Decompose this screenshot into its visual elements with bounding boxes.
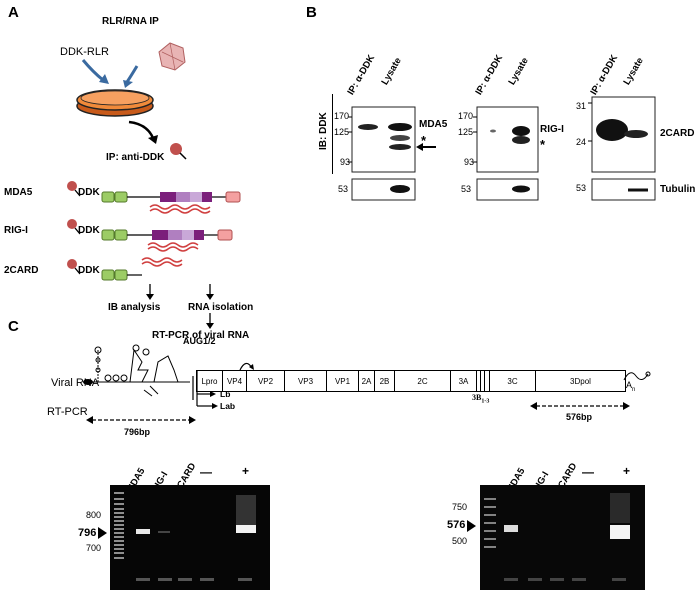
construct-2card-tag: DDK: [78, 265, 100, 276]
gel1-marker-700: 700: [86, 543, 102, 553]
curved-arrow-icon: [239, 362, 254, 371]
segment-2c: 2C: [395, 371, 451, 391]
blot3-tubulin-marker: 53: [576, 183, 587, 193]
amplicon1-label: 796bp: [124, 427, 151, 437]
panel-a-dish-illustration: [76, 42, 186, 144]
segment-2a: 2A: [359, 371, 375, 391]
blot2-label-rigi: RIG-I: [540, 124, 564, 135]
segment-2b: 2B: [375, 371, 395, 391]
blot1-marker-125: 125: [334, 127, 350, 137]
ddk-rlr-label: DDK-RLR: [60, 46, 109, 58]
gel1-marker-800: 800: [86, 510, 102, 520]
blot2-lane-ip: IP: α-DDK: [473, 53, 506, 97]
blot1-tubulin-membrane: [351, 178, 416, 201]
panel-a-letter: A: [8, 4, 19, 21]
gel2-lane-neg: —: [582, 465, 594, 479]
poly-a-label: An: [626, 380, 636, 393]
construct-rigi-tag: DDK: [78, 225, 100, 236]
rt-pcr-label: RT-PCR of viral RNA: [152, 330, 250, 341]
segment-vp4: VP4: [223, 371, 247, 391]
blot1-marker-93: 93: [340, 157, 351, 167]
blot2-membrane: [473, 106, 539, 173]
blot3-membrane: [588, 96, 656, 173]
panel-a-title: RLR/RNA IP: [102, 16, 159, 27]
ib-analysis-label: IB analysis: [108, 302, 161, 313]
viral-rna-label: Viral RNA: [51, 377, 100, 389]
viral-genome-map: Lpro VP4 VP2 VP3 VP1 2A 2B 2C 3A 3C 3Dpo…: [196, 370, 626, 392]
lb-label: Lb: [220, 389, 231, 399]
rt-pcr-label-c: RT-PCR: [47, 406, 88, 418]
blot2-asterisk: *: [540, 137, 546, 152]
amplicon1-arrow: [86, 416, 196, 424]
gel1-lane-pos: +: [242, 464, 250, 478]
blot3-lane-ip: IP: α-DDK: [588, 53, 621, 97]
ib-ddk-label: IB: DDK: [318, 112, 329, 150]
blot1-lane-ip: IP: α-DDK: [345, 53, 378, 97]
amplicon2-label: 576bp: [566, 412, 593, 422]
blot2-tubulin-membrane: [476, 178, 539, 201]
construct-mda5-label: MDA5: [4, 187, 33, 198]
arrow-icon: [125, 65, 139, 83]
blot3-marker-24: 24: [576, 137, 587, 147]
segment-vp2: VP2: [247, 371, 285, 391]
construct-rigi-label: RIG-I: [4, 225, 28, 236]
blot1-lane-lysate: Lysate: [379, 55, 404, 87]
gel1-image: [110, 485, 270, 590]
poly-a-tail-icon: [623, 371, 651, 381]
segment-3b-label: 3B1-3: [472, 393, 490, 405]
construct-diagram: [67, 181, 241, 300]
blot3-marker-31: 31: [576, 101, 587, 111]
amplicon2-arrow: [530, 402, 630, 410]
blot1-tubulin-marker: 53: [338, 184, 349, 194]
construct-mda5-tag: DDK: [78, 187, 100, 198]
segment-vp1: VP1: [327, 371, 359, 391]
panel-b-letter: B: [306, 4, 317, 21]
blot2-marker-125: 125: [458, 127, 474, 137]
ddk-bead-icon: [170, 143, 187, 160]
arrow-down-icon: [206, 313, 214, 329]
blot3-lane-lysate: Lysate: [621, 55, 646, 87]
gel2-marker-750: 750: [452, 502, 468, 512]
blot1-label-mda5: MDA5: [419, 119, 448, 130]
blot2-lane-lysate: Lysate: [506, 55, 531, 87]
segment-3b-1: [477, 371, 481, 391]
blot1-arrow-icon: [416, 143, 436, 151]
construct-2card-label: 2CARD: [4, 265, 39, 276]
rna-isolation-label: RNA isolation: [188, 302, 254, 313]
ib-divider: [332, 94, 333, 174]
ip-label: IP: anti-DDK: [106, 152, 165, 163]
segment-lpro: Lpro: [197, 371, 223, 391]
blot2-marker-93: 93: [464, 157, 475, 167]
blot3-tubulin-label: Tubulin: [660, 184, 695, 195]
ires-structure-icon: [83, 344, 190, 397]
aug-label: AUG1/2: [183, 336, 216, 346]
gel1-pointer-icon: [98, 527, 107, 539]
segment-3c: 3C: [490, 371, 536, 391]
segment-3b-3: [485, 371, 490, 391]
gel1-lane-neg: —: [200, 465, 212, 479]
gel2-image: [480, 485, 645, 590]
blot3-tubulin-membrane: [591, 178, 656, 201]
gel2-marker-576: 576: [447, 519, 466, 531]
orf-start-arrows: [192, 370, 218, 409]
segment-3dpol: 3Dpol: [570, 376, 591, 386]
gel2-pointer-icon: [467, 520, 476, 532]
segment-vp3: VP3: [285, 371, 327, 391]
segment-3a: 3A: [451, 371, 477, 391]
gel2-lane-pos: +: [623, 464, 631, 478]
blot3-label-2card: 2CARD: [660, 128, 695, 139]
blot2-tubulin-marker: 53: [461, 184, 472, 194]
arrow-icon: [81, 59, 104, 82]
blot2-marker-170: 170: [458, 111, 474, 121]
blot1-asterisk: *: [421, 133, 427, 148]
blot1-membrane: [348, 106, 416, 173]
gel1-marker-796: 796: [78, 527, 97, 539]
lab-label: Lab: [220, 401, 236, 411]
gel2-marker-500: 500: [452, 536, 468, 546]
segment-3b-2: [481, 371, 485, 391]
blot1-marker-170: 170: [334, 111, 350, 121]
panel-c-letter: C: [8, 318, 19, 335]
